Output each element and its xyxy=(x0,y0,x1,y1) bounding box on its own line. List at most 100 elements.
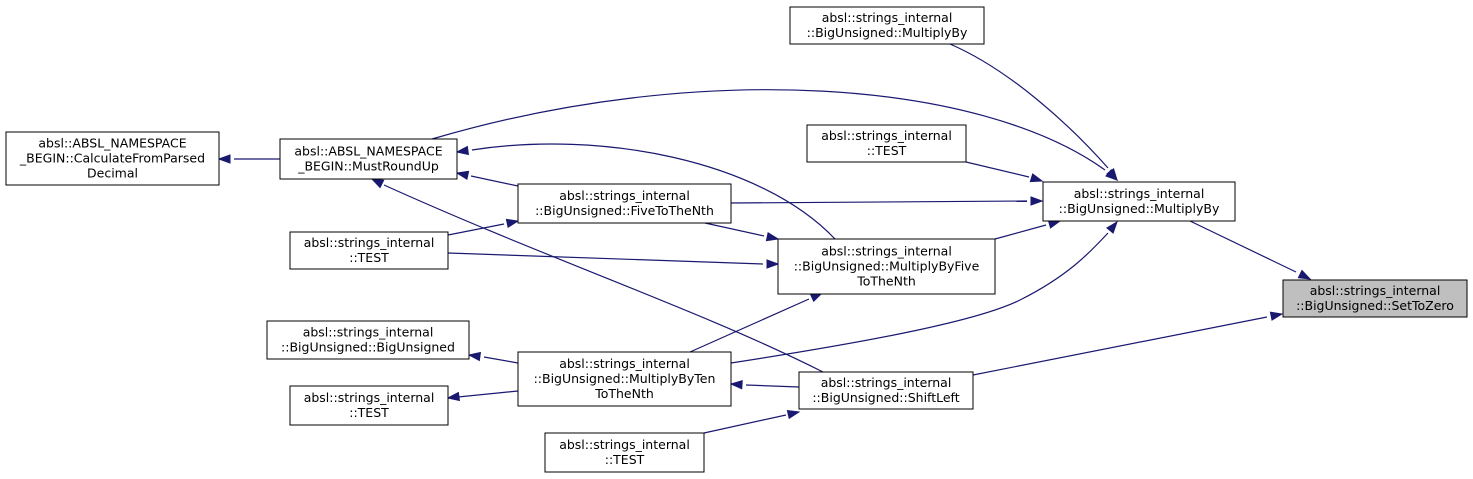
node-box xyxy=(5,131,220,186)
edge-five-to-mulby_main xyxy=(730,196,1044,206)
node-mulfive[interactable]: absl::strings_internal::BigUnsigned::Mul… xyxy=(777,238,996,295)
node-label-line: absl::strings_internal xyxy=(821,128,952,143)
edge-five-to-mulfive xyxy=(704,222,780,242)
edge-line xyxy=(1189,220,1297,273)
edge-line xyxy=(471,143,836,240)
node-label-line: absl::strings_internal xyxy=(822,10,953,25)
node-box xyxy=(806,124,967,163)
node-label-line: ::BigUnsigned::MultiplyBy xyxy=(1059,201,1220,216)
node-label-line: ::BigUnsigned::MultiplyByTen xyxy=(534,371,716,386)
edge-line xyxy=(383,184,824,373)
edge-line xyxy=(470,175,519,187)
edges-layer xyxy=(217,43,1312,434)
node-calc[interactable]: absl::ABSL_NAMESPACE_BEGIN::CalculateFro… xyxy=(5,131,220,186)
edge-test_mid-to-mulby_main xyxy=(965,161,1044,183)
node-box xyxy=(289,385,449,426)
node-label-line: ::BigUnsigned::BigUnsigned xyxy=(281,340,455,355)
nodes-layer: absl::strings_internal::BigUnsigned::Set… xyxy=(5,6,1468,473)
node-label-line: ToTheNth xyxy=(856,274,916,289)
node-label-line: ::TEST xyxy=(605,452,645,467)
node-shiftleft[interactable]: absl::strings_internal::BigUnsigned::Shi… xyxy=(798,371,974,410)
node-label-line: absl::strings_internal xyxy=(559,356,690,371)
edge-mulfive-to-mulby_main xyxy=(994,219,1062,240)
edge-line xyxy=(483,356,519,364)
node-test-left2[interactable]: absl::strings_internal::TEST xyxy=(289,385,449,426)
arrowhead-icon xyxy=(1029,173,1044,183)
edge-line xyxy=(730,232,1109,364)
edge-line xyxy=(447,223,505,236)
node-mulby-main[interactable]: absl::strings_internal::BigUnsigned::Mul… xyxy=(1042,181,1236,222)
node-box xyxy=(517,351,732,407)
node-label-line: ::BigUnsigned::MultiplyBy xyxy=(807,25,968,40)
edge-line xyxy=(431,89,1106,171)
node-label-line: absl::strings_internal xyxy=(821,375,952,390)
edge-line xyxy=(994,224,1047,240)
node-label-line: absl::strings_internal xyxy=(1310,283,1441,298)
edge-multen-to-mulby_main xyxy=(730,220,1118,364)
node-label-line: ::BigUnsigned::ShiftLeft xyxy=(812,390,959,405)
edge-line xyxy=(730,200,1028,204)
node-mulby-top[interactable]: absl::strings_internal::BigUnsigned::Mul… xyxy=(789,6,985,45)
node-label-line: ToTheNth xyxy=(594,386,654,401)
node-five[interactable]: absl::strings_internal::BigUnsigned::Fiv… xyxy=(517,183,732,224)
node-label-line: absl::strings_internal xyxy=(821,244,952,259)
arrowhead-icon xyxy=(729,380,743,390)
edge-line xyxy=(965,161,1030,178)
edge-five-to-mustround xyxy=(455,170,519,187)
node-test-left1[interactable]: absl::strings_internal::TEST xyxy=(289,231,449,270)
node-label-line: _BEGIN::MustRoundUp xyxy=(297,159,439,174)
node-setzero[interactable]: absl::strings_internal::BigUnsigned::Set… xyxy=(1282,279,1468,318)
node-box xyxy=(279,138,458,180)
arrowhead-icon xyxy=(455,170,470,181)
node-label-line: absl::ABSL_NAMESPACE xyxy=(294,144,442,159)
edge-test_bottom-to-shiftleft xyxy=(703,409,801,434)
node-label-line: absl::ABSL_NAMESPACE xyxy=(38,136,186,151)
arrowhead-icon xyxy=(1106,220,1118,234)
node-box xyxy=(1042,181,1236,222)
edge-line xyxy=(972,316,1268,376)
node-box xyxy=(798,371,974,410)
edge-line xyxy=(949,43,1109,169)
node-mustround[interactable]: absl::ABSL_NAMESPACE_BEGIN::MustRoundUp xyxy=(279,138,458,180)
arrowhead-icon xyxy=(455,145,470,156)
edge-mulfive-to-mustround xyxy=(455,143,836,240)
node-label-line: absl::strings_internal xyxy=(303,325,434,340)
edge-mustround-to-calc xyxy=(217,154,280,164)
node-label-line: absl::strings_internal xyxy=(1074,186,1205,201)
edge-mulby_top-to-mulby_main xyxy=(949,43,1118,182)
arrowhead-icon xyxy=(765,231,780,242)
edge-multen-to-mulfive xyxy=(689,292,824,353)
node-label-line: ::BigUnsigned::SetToZero xyxy=(1296,298,1454,313)
edge-shiftleft-to-multen xyxy=(729,380,800,390)
node-label-line: absl::strings_internal xyxy=(304,390,435,405)
arrowhead-icon xyxy=(1297,269,1312,280)
node-multen[interactable]: absl::strings_internal::BigUnsigned::Mul… xyxy=(517,351,732,407)
node-bigunsigned[interactable]: absl::strings_internal::BigUnsigned::Big… xyxy=(266,320,470,360)
node-box xyxy=(289,231,449,270)
node-label-line: ::BigUnsigned::MultiplyByFive xyxy=(794,259,980,274)
edge-line xyxy=(704,222,765,237)
node-label-line: ::TEST xyxy=(349,405,389,420)
node-label-line: _BEGIN::CalculateFromParsed xyxy=(19,151,205,166)
edge-multen-to-bigunsigned xyxy=(467,351,519,364)
node-test-mid[interactable]: absl::strings_internal::TEST xyxy=(806,124,967,163)
edge-multen-to-test_left2 xyxy=(446,390,519,402)
arrowhead-icon xyxy=(370,178,385,189)
node-box xyxy=(789,6,985,45)
node-label-line: absl::strings_internal xyxy=(559,437,690,452)
arrowhead-icon xyxy=(1105,169,1119,181)
node-box xyxy=(1282,279,1468,318)
node-box xyxy=(517,183,732,224)
node-label-line: ::TEST xyxy=(867,143,907,158)
edge-line xyxy=(447,390,519,399)
node-test-bottom[interactable]: absl::strings_internal::TEST xyxy=(544,432,705,473)
arrowhead-icon xyxy=(217,154,231,164)
node-label-line: absl::strings_internal xyxy=(559,188,690,203)
edge-line xyxy=(689,298,810,353)
arrowhead-icon xyxy=(1269,311,1284,321)
node-box xyxy=(544,432,705,473)
edge-shiftleft-to-mustround xyxy=(370,178,824,373)
edge-line xyxy=(447,252,764,265)
node-label-line: ::BigUnsigned::FiveToTheNth xyxy=(535,203,714,218)
edge-line xyxy=(703,414,787,434)
